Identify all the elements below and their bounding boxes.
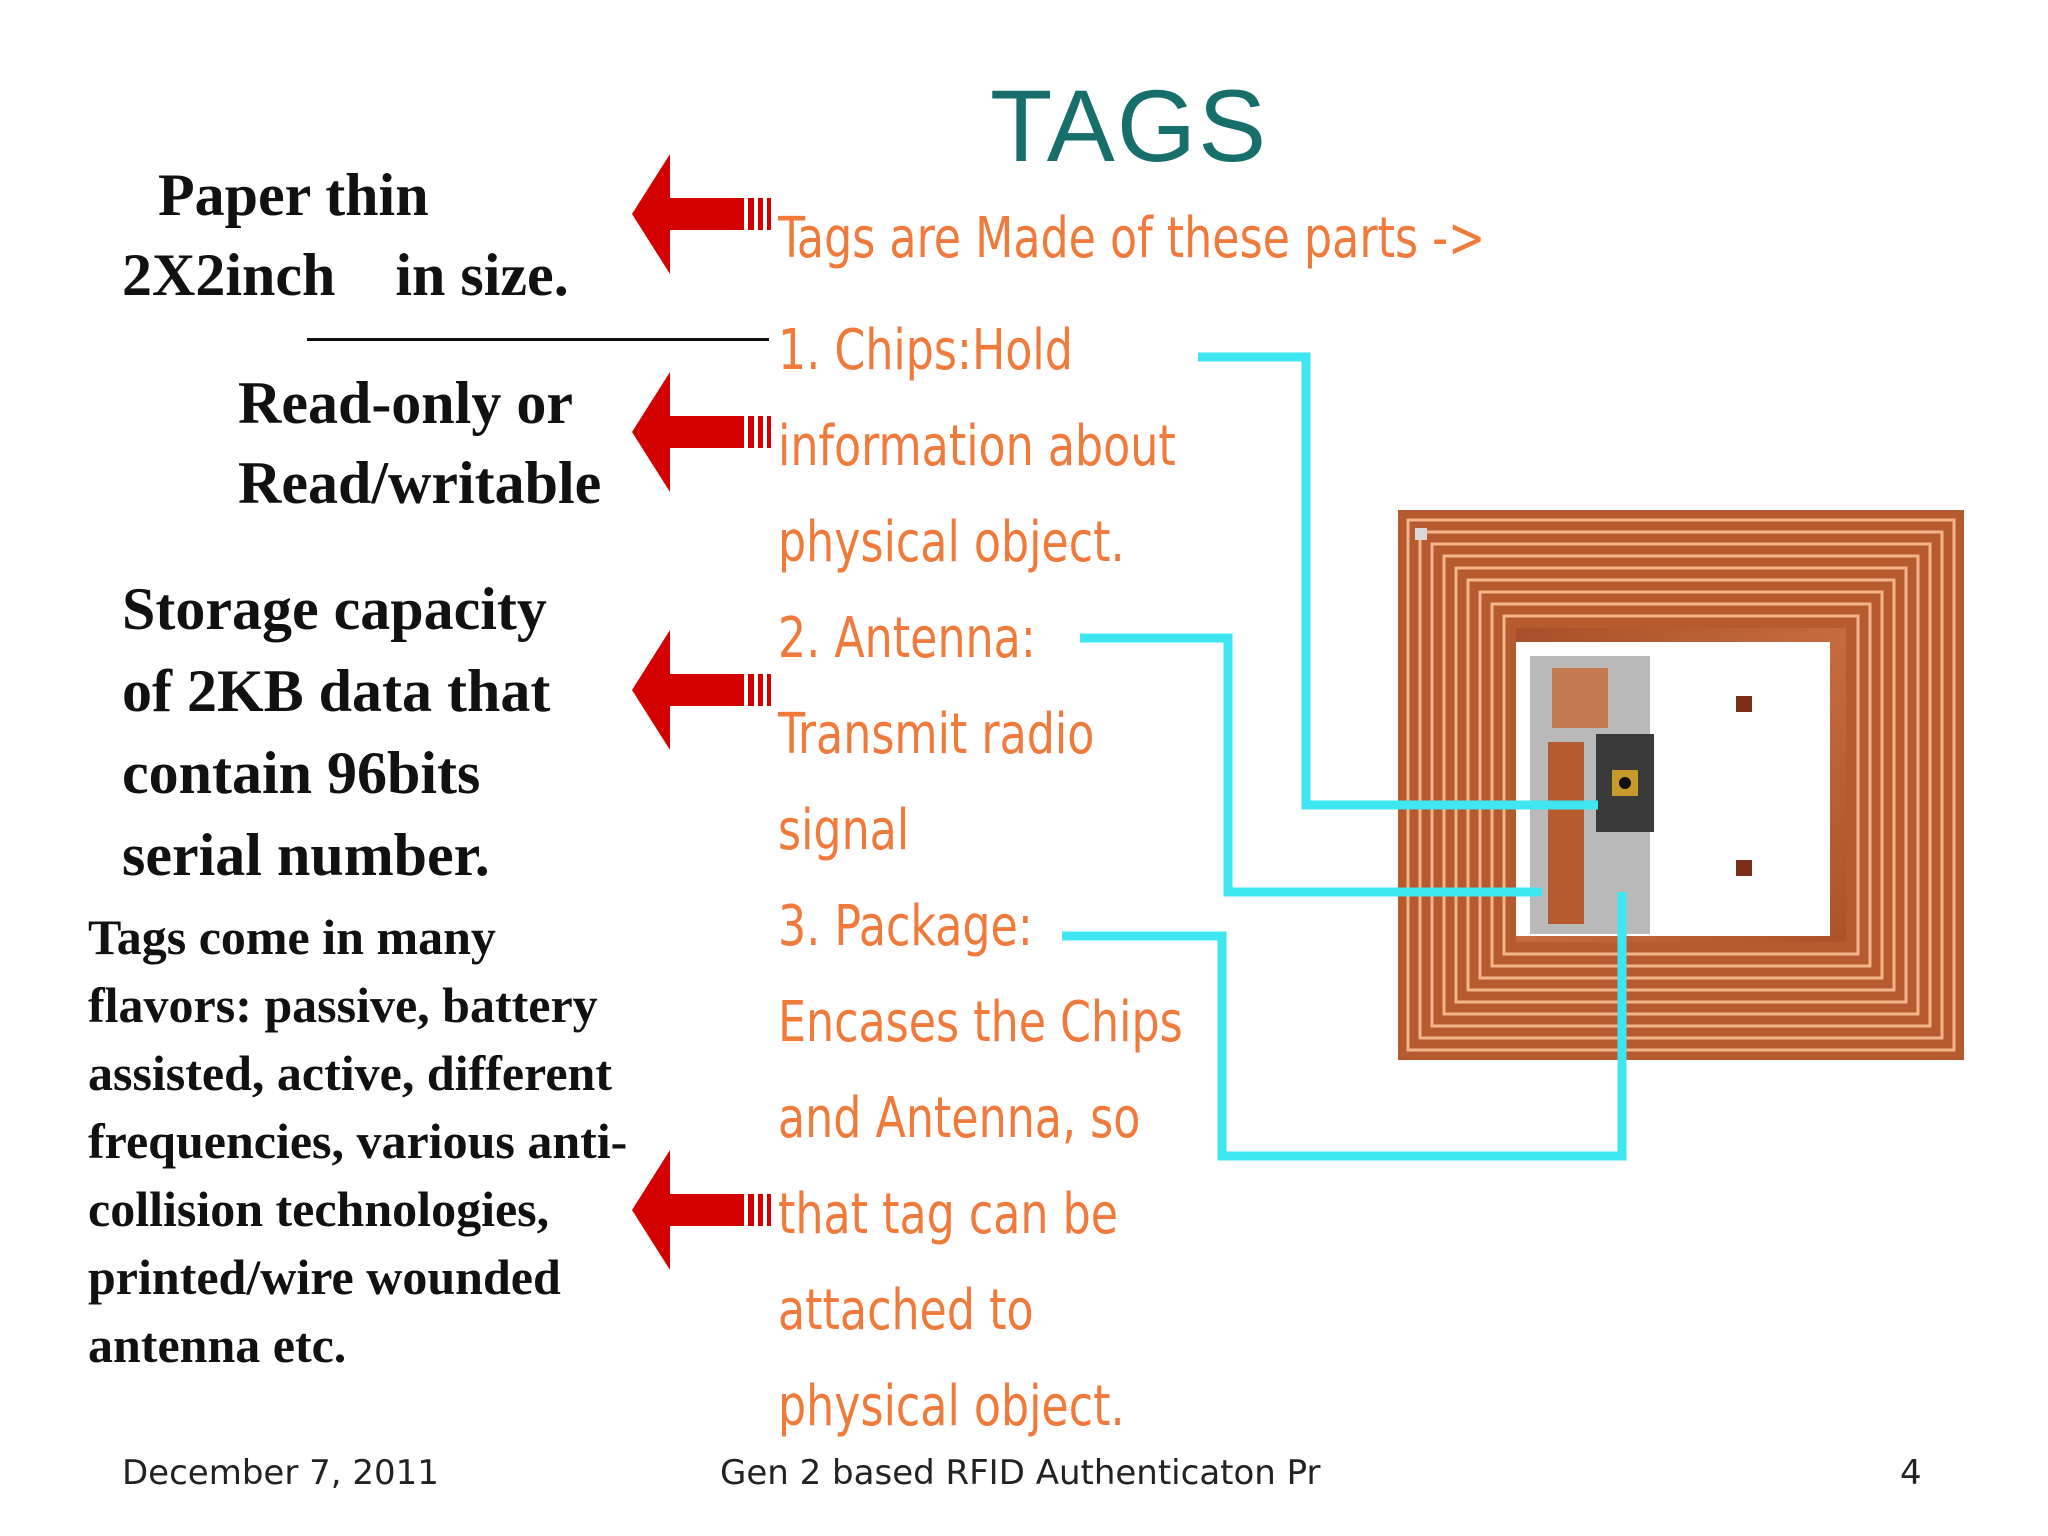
- red-arrow-icon: [632, 630, 771, 750]
- antenna-connector: [1080, 633, 1542, 897]
- package-line-5: attached to: [778, 1278, 1034, 1343]
- red-arrow-icon: [632, 372, 771, 492]
- package-line-2: Encases the Chips: [778, 990, 1183, 1055]
- storage-line-3: contain 96bits: [122, 740, 481, 806]
- page-number: 4: [1900, 1453, 1922, 1493]
- storage-line-1: Storage capacity: [122, 576, 547, 642]
- package-line-1: 3. Package:: [778, 894, 1033, 959]
- flavors-line-2: flavors: passive, battery: [88, 977, 598, 1033]
- package-line-3: and Antenna, so: [778, 1086, 1141, 1151]
- chips-line-2: information about: [778, 414, 1176, 479]
- flavors-line-6: printed/wire wounded: [88, 1249, 561, 1305]
- read-only-text: Read-only or Read/writable: [238, 363, 601, 523]
- paper-thin-text: Paper thin 2X2inch in size.: [122, 155, 569, 315]
- flavors-line-3: assisted, active, different: [88, 1045, 612, 1101]
- paper-thin-line-1: Paper thin: [158, 162, 429, 228]
- storage-line-2: of 2KB data that: [122, 658, 551, 724]
- footer-date: December 7, 2011: [122, 1453, 439, 1493]
- flavors-line-5: collision technologies,: [88, 1181, 550, 1237]
- package-connector: [1062, 892, 1627, 1161]
- antenna-line-2: Transmit radio: [778, 702, 1095, 767]
- rfid-tag-image: [1398, 510, 1964, 1060]
- footer-title: Gen 2 based RFID Authenticaton Pr: [720, 1453, 1321, 1493]
- chips-line-3: physical object.: [778, 510, 1125, 575]
- flavors-line-7: antenna etc.: [88, 1317, 347, 1373]
- red-arrow-icon: [632, 1150, 771, 1270]
- flavors-text: Tags come in many flavors: passive, batt…: [88, 903, 627, 1379]
- storage-line-4: serial number.: [122, 822, 490, 888]
- antenna-line-3: signal: [778, 798, 910, 863]
- flavors-line-1: Tags come in many: [88, 909, 496, 965]
- parts-intro: Tags are Made of these parts ->: [778, 206, 1486, 271]
- read-only-line-1: Read-only or: [238, 370, 573, 436]
- storage-text: Storage capacity of 2KB data that contai…: [122, 568, 550, 896]
- connector-lines: [1062, 352, 1627, 1161]
- package-line-6: physical object.: [778, 1374, 1125, 1439]
- antenna-line-1: 2. Antenna:: [778, 606, 1036, 671]
- read-only-line-2: Read/writable: [238, 450, 602, 516]
- chips-connector: [1198, 352, 1598, 810]
- slide-title: TAGS: [990, 69, 1269, 183]
- divider-line: [307, 338, 769, 341]
- flavors-line-4: frequencies, various anti-: [88, 1113, 628, 1169]
- chips-line-1: 1. Chips:Hold: [778, 318, 1073, 383]
- package-line-4: that tag can be: [778, 1182, 1119, 1247]
- paper-thin-line-2: 2X2inch in size.: [122, 242, 569, 308]
- red-arrow-icon: [632, 154, 771, 274]
